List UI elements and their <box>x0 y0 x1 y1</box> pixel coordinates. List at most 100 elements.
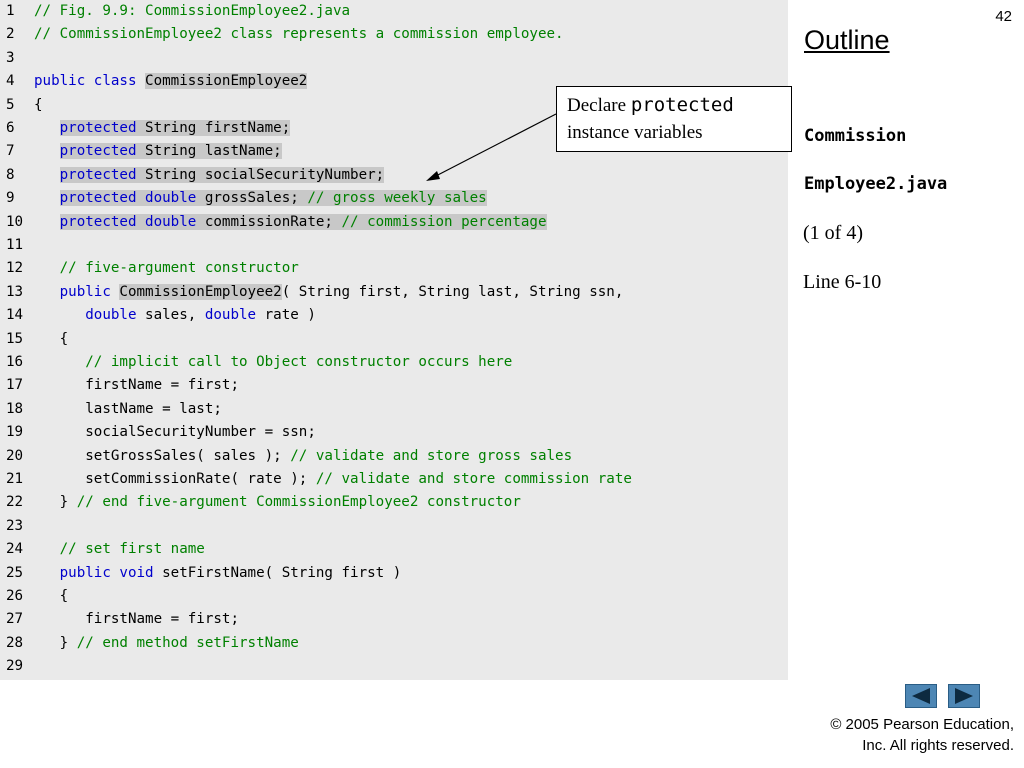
line-number: 11 <box>6 237 24 253</box>
code-line: 13 public CommissionEmployee2( String fi… <box>0 281 788 304</box>
code-text: lastName = last; <box>34 398 222 421</box>
code-line: 28 } // end method setFirstName <box>0 632 788 655</box>
code-text: } // end method setFirstName <box>34 632 299 655</box>
code-line: 29 <box>0 655 788 678</box>
line-number: 27 <box>6 611 24 628</box>
code-text: protected double commissionRate; // comm… <box>34 211 547 234</box>
code-text: { <box>34 328 69 351</box>
code-text: protected double grossSales; // gross we… <box>34 187 487 210</box>
callout-box: Declare protected instance variables <box>556 86 792 152</box>
code-text: double sales, double rate ) <box>34 304 316 327</box>
line-number: 24 <box>6 541 24 558</box>
code-text: setCommissionRate( rate ); // validate a… <box>34 468 632 491</box>
code-token: { <box>34 96 43 113</box>
code-token: String lastName; <box>136 143 282 160</box>
code-token: // commission percentage <box>341 213 547 230</box>
copyright-line1: © 2005 Pearson Education, <box>830 716 1014 733</box>
line-number: 23 <box>6 517 24 534</box>
code-token <box>34 307 85 323</box>
code-text: } // end five-argument CommissionEmploye… <box>34 491 521 514</box>
code-text: protected String firstName; <box>34 117 291 140</box>
line-number: 2 <box>6 26 15 43</box>
line-number: 6 <box>6 120 15 136</box>
code-text: setGrossSales( sales ); // validate and … <box>34 445 572 468</box>
callout-text-prefix: Declare <box>567 95 631 116</box>
code-text: socialSecurityNumber = ssn; <box>34 421 316 444</box>
code-token: firstName = first; <box>34 611 239 628</box>
code-token: firstName = first; <box>34 377 239 394</box>
triangle-right-icon <box>955 688 973 704</box>
line-number: 13 <box>6 283 24 300</box>
line-number: 15 <box>6 330 24 347</box>
triangle-left-icon <box>912 688 930 704</box>
line-number: 10 <box>6 213 24 230</box>
code-token <box>34 143 60 159</box>
outline-page: (1 of 4) <box>803 222 863 244</box>
callout-keyword: protected <box>630 94 734 116</box>
code-token: protected <box>59 166 137 183</box>
code-token: // validate and store commission rate <box>315 471 632 487</box>
code-token <box>34 214 60 230</box>
next-slide-button[interactable] <box>948 684 980 708</box>
line-number: 19 <box>6 424 24 441</box>
code-line: 18 lastName = last; <box>0 398 788 421</box>
code-token: lastName = last; <box>34 400 222 417</box>
code-token: // Fig. 9.9: CommissionEmployee2.java <box>34 3 351 19</box>
code-token: commissionRate; <box>196 213 342 230</box>
code-text: protected String lastName; <box>34 140 282 163</box>
code-token <box>34 354 85 370</box>
code-token: double <box>204 307 257 324</box>
code-text: // Fig. 9.9: CommissionEmployee2.java <box>34 0 350 23</box>
code-token: // implicit call to Object constructor o… <box>85 354 513 370</box>
code-line: 14 double sales, double rate ) <box>0 304 788 327</box>
code-token: grossSales; <box>196 190 308 207</box>
slide-number: 42 <box>995 8 1012 25</box>
code-line: 1// Fig. 9.9: CommissionEmployee2.java <box>0 0 788 23</box>
code-token: protected <box>59 120 137 136</box>
code-line: 27 firstName = first; <box>0 608 788 631</box>
previous-slide-button[interactable] <box>905 684 937 708</box>
code-text: protected String socialSecurityNumber; <box>34 164 385 187</box>
outline-filename-part2: Employee2.java <box>804 174 948 194</box>
code-token: // end method setFirstName <box>76 634 299 651</box>
code-text: { <box>34 585 69 608</box>
code-token <box>34 167 60 183</box>
code-token: rate ) <box>256 307 316 324</box>
code-token: CommissionEmployee2 <box>119 283 282 300</box>
code-text: { <box>34 94 43 117</box>
code-token: String firstName; <box>136 120 291 136</box>
line-number: 20 <box>6 447 24 464</box>
code-token: String socialSecurityNumber; <box>136 166 385 183</box>
code-token: protected double <box>59 213 197 230</box>
code-line: 16 // implicit call to Object constructo… <box>0 351 788 374</box>
line-number: 12 <box>6 260 24 277</box>
code-text: // implicit call to Object constructor o… <box>34 351 512 374</box>
code-line: 17 firstName = first; <box>0 374 788 397</box>
line-number: 26 <box>6 588 24 604</box>
code-token: // end five-argument CommissionEmployee2… <box>76 494 521 511</box>
code-line: 25 public void setFirstName( String firs… <box>0 562 788 585</box>
code-token: public class <box>34 73 146 90</box>
code-line: 23 <box>0 515 788 538</box>
code-token: public <box>59 283 120 300</box>
code-token: ( String first, String last, String ssn, <box>281 283 624 300</box>
code-token <box>34 284 60 300</box>
code-token: // validate and store gross sales <box>290 447 573 464</box>
code-token: protected <box>59 143 137 160</box>
callout-text-line2: instance variables <box>567 122 703 143</box>
code-line: 12 // five-argument constructor <box>0 257 788 280</box>
code-line: 9 protected double grossSales; // gross … <box>0 187 788 210</box>
line-number: 5 <box>6 96 15 113</box>
line-number: 29 <box>6 658 24 675</box>
code-token: } <box>34 494 77 511</box>
line-number: 16 <box>6 354 24 370</box>
code-token <box>34 190 60 206</box>
code-token: setCommissionRate( rate ); <box>34 471 316 487</box>
line-number: 21 <box>6 471 24 487</box>
code-line: 15 { <box>0 328 788 351</box>
code-token: sales, <box>136 307 205 324</box>
code-line: 7 protected String lastName; <box>0 140 788 163</box>
code-token: public void <box>59 564 154 581</box>
code-text: public class CommissionEmployee2 <box>34 70 308 93</box>
code-line: 6 protected String firstName; <box>0 117 788 140</box>
